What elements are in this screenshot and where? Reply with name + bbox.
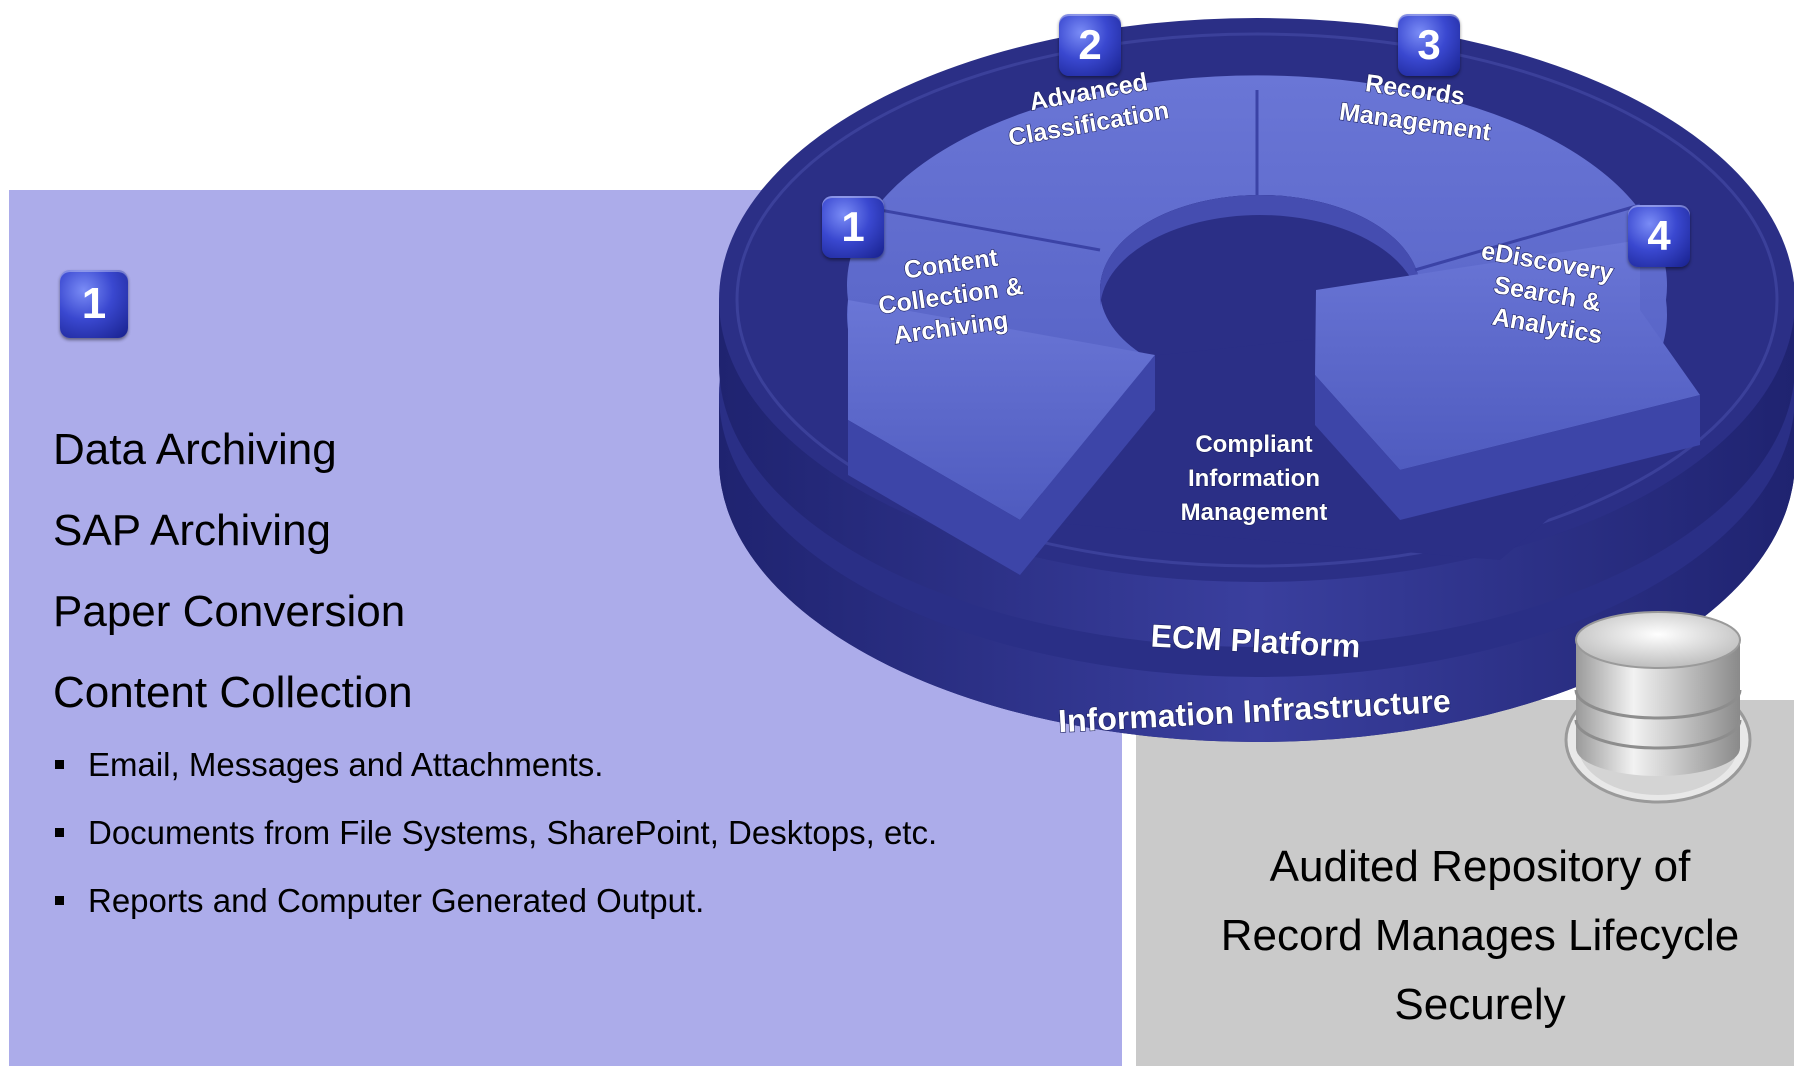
list-item: Email, Messages and Attachments. — [53, 745, 937, 813]
heading-content-collection: Content Collection — [53, 668, 413, 717]
panel-step-badge: 1 — [60, 270, 128, 338]
svg-text:Management: Management — [1181, 499, 1328, 526]
repository-caption-line: Record Manages Lifecycle — [1220, 911, 1740, 960]
step-badge-4: 4 — [1628, 205, 1690, 267]
segment-label-1: Content Collection & Archiving — [876, 243, 1026, 351]
list-item: Documents from File Systems, SharePoint,… — [53, 813, 937, 881]
step-badge-3: 3 — [1398, 14, 1460, 76]
step-badge-1: 1 — [822, 196, 884, 258]
step-badge-2: 2 — [1059, 14, 1121, 76]
repository-caption-line: Audited Repository of — [1269, 842, 1691, 891]
center-label: Compliant Information Management — [1180, 430, 1328, 526]
heading-paper-conversion: Paper Conversion — [53, 587, 406, 636]
repository-caption-line: Securely — [1394, 980, 1566, 1029]
content-collection-list: Email, Messages and Attachments. Documen… — [53, 745, 937, 949]
svg-text:Information: Information — [1188, 465, 1320, 492]
process-ring — [846, 75, 1700, 575]
bullet-icon — [55, 896, 64, 905]
heading-data-archiving: Data Archiving — [53, 425, 337, 474]
database-icon — [1564, 611, 1752, 804]
bullet-icon — [55, 828, 64, 837]
heading-sap-archiving: SAP Archiving — [53, 506, 332, 555]
svg-text:Compliant: Compliant — [1195, 431, 1312, 458]
bullet-icon — [55, 760, 64, 769]
list-item: Reports and Computer Generated Output. — [53, 881, 937, 949]
repository-caption: Audited Repository of Record Manages Lif… — [1160, 832, 1794, 1039]
